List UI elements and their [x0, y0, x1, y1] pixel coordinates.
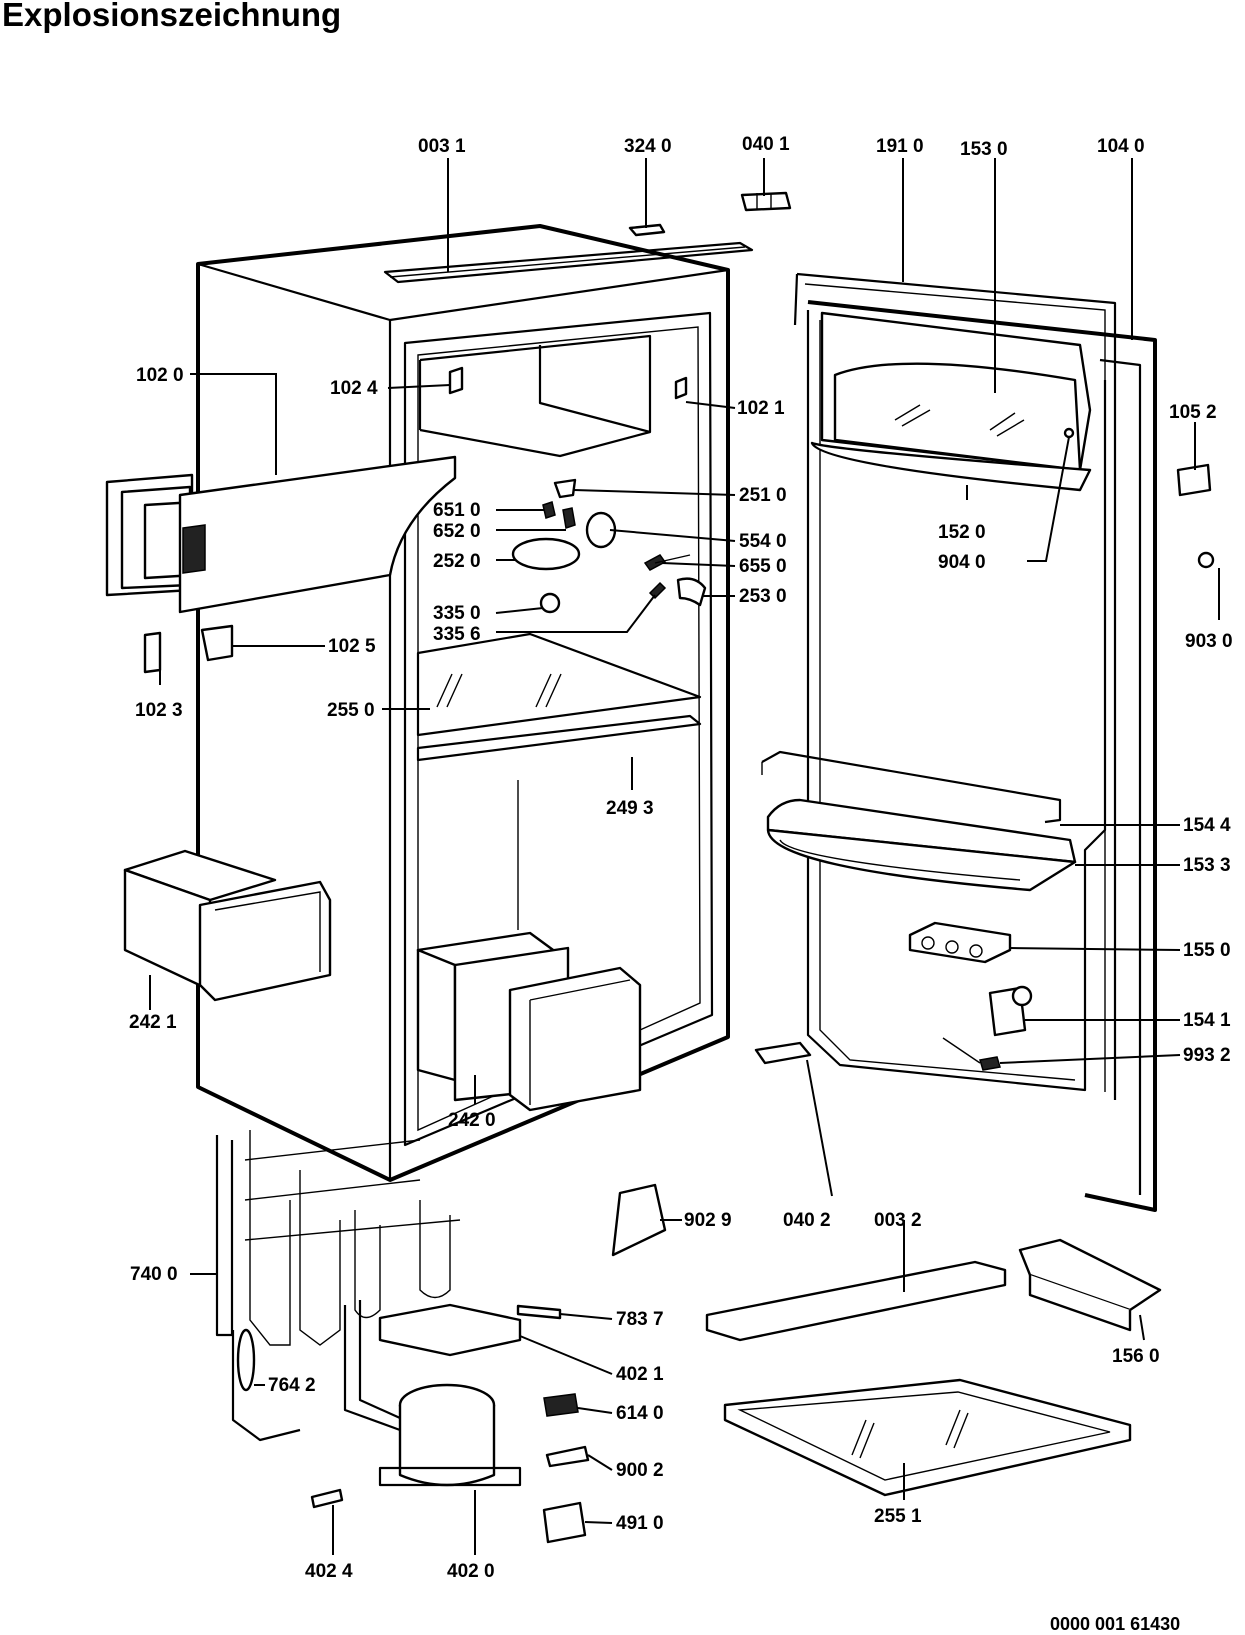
part-label: 102 5: [328, 636, 376, 657]
part-label: 904 0: [938, 552, 986, 573]
part-label: 740 0: [130, 1264, 178, 1285]
part-label: 154 4: [1183, 815, 1231, 836]
part-label: 402 1: [616, 1364, 664, 1385]
part-label: 152 0: [938, 522, 986, 543]
part-label: 252 0: [433, 551, 481, 572]
part-label: 102 4: [330, 378, 378, 399]
part-label: 902 9: [684, 1210, 732, 1231]
leader-lines: [149, 158, 1220, 1555]
part-label: 783 7: [616, 1309, 664, 1330]
part-label: 651 0: [433, 500, 481, 521]
part-label: 491 0: [616, 1513, 664, 1534]
part-label: 153 3: [1183, 855, 1231, 876]
part-label: 655 0: [739, 556, 787, 577]
part-label: 155 0: [1183, 940, 1231, 961]
part-label: 255 0: [327, 700, 375, 721]
part-label: 105 2: [1169, 402, 1217, 423]
part-label: 251 0: [739, 485, 787, 506]
part-label: 324 0: [624, 136, 672, 157]
part-labels: 003 1 324 0 040 1 191 0 153 0 104 0 102 …: [129, 134, 1233, 1634]
part-label: 104 0: [1097, 136, 1145, 157]
part-label: 903 0: [1185, 631, 1233, 652]
part-label: 191 0: [876, 136, 924, 157]
part-label: 402 4: [305, 1561, 353, 1582]
part-label: 253 0: [739, 586, 787, 607]
part-label: 614 0: [616, 1403, 664, 1424]
part-label: 335 6: [433, 624, 481, 645]
part-label: 102 1: [737, 398, 785, 419]
part-label: 242 1: [129, 1012, 177, 1033]
part-label: 154 1: [1183, 1010, 1231, 1031]
part-label: 242 0: [448, 1110, 496, 1131]
part-label: 003 1: [418, 136, 466, 157]
part-label: 335 0: [433, 603, 481, 624]
part-label: 003 2: [874, 1210, 922, 1231]
part-label: 255 1: [874, 1506, 922, 1527]
part-label: 102 3: [135, 700, 183, 721]
part-label: 402 0: [447, 1561, 495, 1582]
part-label: 249 3: [606, 798, 654, 819]
part-label: 040 1: [742, 134, 790, 155]
part-label: 900 2: [616, 1460, 664, 1481]
part-label: 040 2: [783, 1210, 831, 1231]
drawing-reference-number: 0000 001 61430: [1050, 1614, 1180, 1634]
part-label: 764 2: [268, 1375, 316, 1396]
part-label: 554 0: [739, 531, 787, 552]
part-label: 102 0: [136, 365, 184, 386]
part-label: 156 0: [1112, 1346, 1160, 1367]
cabinet-drawing: [105, 191, 1215, 1544]
part-label: 993 2: [1183, 1045, 1231, 1066]
part-label: 153 0: [960, 139, 1008, 160]
page-title: Explosionszeichnung: [2, 0, 342, 33]
part-label: 652 0: [433, 521, 481, 542]
